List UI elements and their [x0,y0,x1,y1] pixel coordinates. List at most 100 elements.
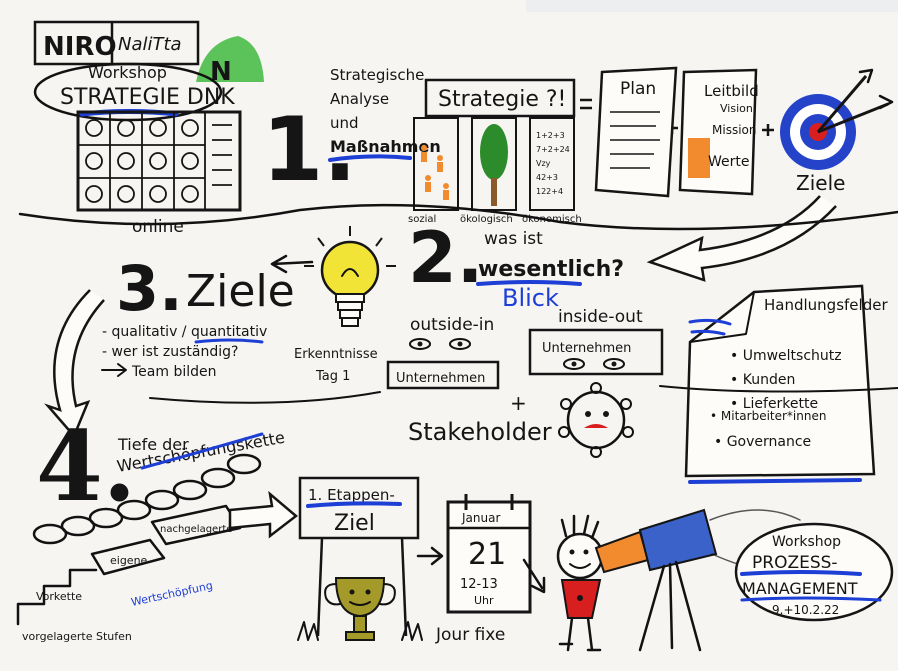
handlungsfelder-sheet: Handlungsfelder • Umweltschutz • Kunden … [684,284,888,484]
workshop-label: Workshop [88,63,167,82]
arrow-to-etappe [228,490,298,539]
grass-icon [297,621,423,641]
trophy-icon [324,577,396,641]
pillar-note-2: 7+2+24 [536,145,570,154]
step-4-number: 4. [36,410,136,523]
step-2: 2. was ist wesentlich? Blick outside-in … [386,217,664,458]
nalitta-logo-text: NaliTta [118,34,182,55]
step-3-number: 3. [116,252,183,325]
step-3: 3. Ziele - qualitativ / quantitativ - we… [101,226,396,384]
eye-icons-outside [409,338,471,350]
erkenntnisse-label: Erkenntnisse [294,347,378,362]
wertschoepfung-label: Wertschöpfung [130,579,214,609]
prozess-label: PROZESS- [752,553,838,573]
online-meeting-grid: online [76,110,242,237]
badge-letter: N [210,57,232,87]
arrow-team [101,363,127,377]
arrow-to-calendar [416,546,444,566]
pillar-label-sozial: sozial [408,214,436,225]
niro-logo-text: NIRO [43,32,117,62]
corner-strip [526,0,898,12]
person-icon [556,514,604,652]
lightbulb-icon [304,226,396,327]
stairs-icon [16,568,98,626]
logo: NIRO NaliTta N [33,20,264,87]
arrow-to-person [522,558,546,594]
strategie-label: Strategie ?! [438,87,566,112]
step1-line-1: Strategische [330,66,424,84]
step-4: 4. Tiefe der Wertschöpfungskette Vorkett… [16,410,298,643]
leitbild-sheet: Leitbild Vision Mission Werte [678,68,759,196]
step3-ziele: Ziele [186,266,295,317]
handlungsfeld-item: • Lieferkette [730,396,818,412]
pillar-label-oekologisch: ökologisch [460,214,513,225]
pillar-note-1: 1+2+3 [536,131,565,140]
ziele-label: Ziele [796,171,845,195]
nachgelagerte-label: nachgelagerte [160,524,232,535]
wesentlich-label: wesentlich? [478,257,624,282]
step-1-number: 1. [262,98,357,201]
plan-sheet: Plan [594,66,678,198]
vorgelagerte-label: vorgelagerte Stufen [22,630,132,643]
unternehmen-box-right: Unternehmen [542,341,631,356]
mission-label: Mission [712,123,756,137]
handlungsfeld-item: • Governance [714,434,811,450]
online-label: online [132,217,184,237]
blick-label: Blick [502,284,559,312]
etappen-ziel-sign: 1. Etappen- Ziel [297,476,423,641]
handlungsfeld-item: • Umweltschutz [730,348,842,364]
vorkette-label: Vorkette [36,590,82,603]
chain-icon [32,453,262,545]
divider-line-1 [18,203,898,231]
calendar-month: Januar [461,511,500,525]
eigene-label: eigene [110,554,148,567]
outside-in-label: outside-in [410,315,494,335]
tag-label: Tag 1 [315,369,350,384]
target-icon: Ziele [780,68,894,195]
stakeholder-circle [558,382,634,458]
chevron-eigene [90,538,166,576]
handlungsfeld-item: • Mitarbeiter*innen [710,409,826,423]
people-icon [421,145,449,200]
team-line: Team bilden [131,364,217,380]
calendar-time: 12-13 [460,577,498,592]
arrow-to-ziele [270,254,314,274]
next-workshop-block: Workshop PROZESS- MANAGEMENT 9.+10.2.22 [734,522,894,622]
calendar-day: 21 [468,537,506,572]
pillar-note-4: 42+3 [536,173,558,182]
arrow-to-step-4 [44,289,105,439]
management-label: MANAGEMENT [742,579,858,598]
zustaendig-line: - wer ist zuständig? [102,344,238,360]
etappe-label: 1. Etappen- [308,486,395,504]
unternehmen-box-left: Unternehmen [396,371,485,386]
telescope-icon [594,508,811,652]
orange-puzzle-piece [688,138,710,178]
plan-label: Plan [620,79,656,99]
workshop-title: STRATEGIE DNK [60,85,235,110]
workshop-dates: 9.+10.2.22 [772,603,839,617]
qualitativ-line: - qualitativ / quantitativ [102,324,267,340]
eye-icons-inside [563,358,625,370]
ziel-label: Ziel [334,511,375,536]
next-workshop-label: Workshop [772,534,841,550]
divider-line-2 [149,385,898,404]
leitbild-label: Leitbild [704,82,759,100]
step-1: 1. Strategische Analyse und Maßnahmen [262,66,441,201]
tree-icon [480,124,508,180]
jour-fixe-label: Jour fixe [435,625,505,645]
pillar-note-5: 122+4 [536,187,563,196]
step1-line-2: Analyse [330,90,389,108]
green-badge-shape [196,36,264,82]
stakeholder-label: Stakeholder [408,418,552,446]
was-ist-label: was ist [484,229,543,249]
calendar-uhr: Uhr [474,594,494,607]
tiefe-der-label: Tiefe der [117,435,189,454]
strategie-house: Strategie ?! 1+2+3 7+2+24 Vzy 42+3 122+4… [408,78,582,225]
vision-label: Vision [720,102,753,115]
step-2-number: 2. [408,217,483,299]
plus-sign: + [510,391,527,415]
pillar-note-3: Vzy [536,159,551,168]
step1-line-3: und [330,114,359,132]
